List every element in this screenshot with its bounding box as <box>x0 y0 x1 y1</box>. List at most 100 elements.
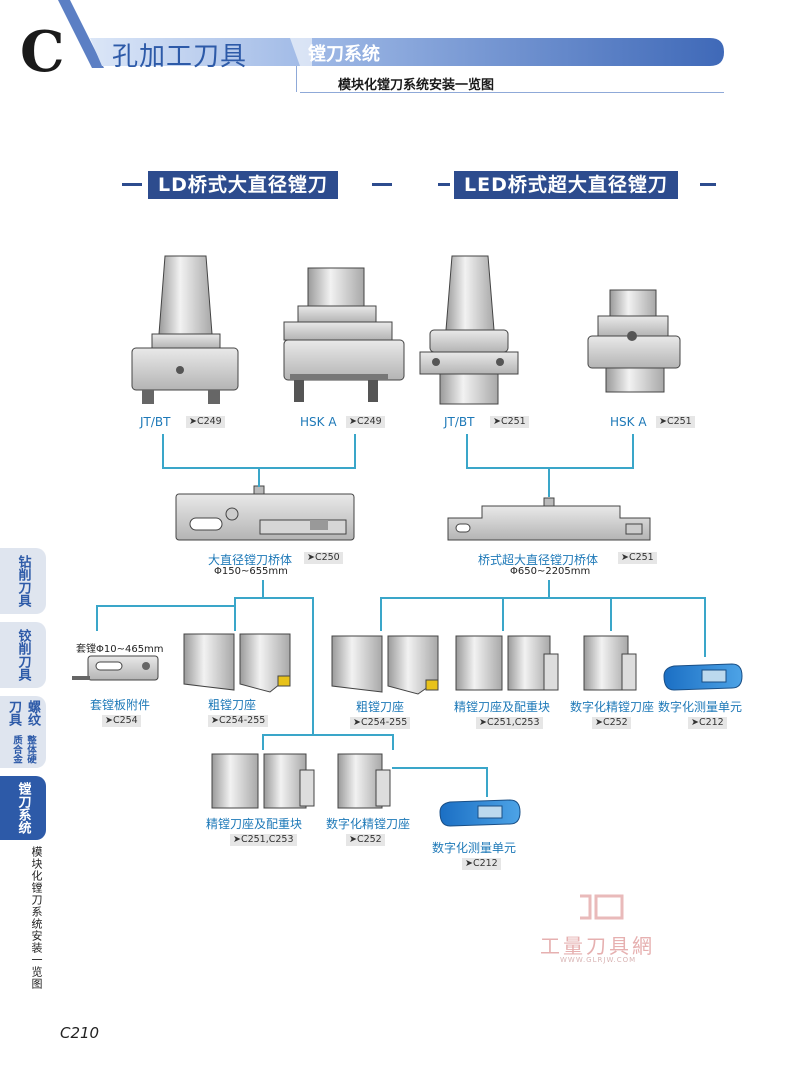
right-measure-label: 数字化测量单元 <box>658 700 743 714</box>
side-tab-label: 钻削刀具 <box>15 555 31 607</box>
left-rough-label: 粗镗刀座 <box>208 698 257 712</box>
right-rough-ref[interactable]: ➤C254-255 <box>350 717 411 729</box>
page-subtitle-2: 模块化镗刀系统安装一览图 <box>338 78 495 93</box>
connector <box>354 434 356 468</box>
connector <box>312 597 314 735</box>
left-digital-ref[interactable]: ➤C252 <box>346 834 385 846</box>
left-sleeve-ref[interactable]: ➤C254 <box>102 715 141 727</box>
left-rough-ref[interactable]: ➤C254-255 <box>208 715 269 727</box>
connector <box>466 467 634 469</box>
right-jtbt-ref[interactable]: ➤C251 <box>490 416 529 428</box>
connector <box>392 767 488 769</box>
section-left-bar-r <box>372 183 392 186</box>
side-tab-threading[interactable]: 螺纹刀具 整体硬质合金 <box>0 696 46 768</box>
right-jtbt-label: JT/BT <box>444 415 475 429</box>
connector <box>96 605 236 607</box>
connector <box>392 734 394 750</box>
side-tab-reaming[interactable]: 铰削刀具 <box>0 622 46 688</box>
left-hska-label: HSK A <box>300 415 337 429</box>
side-tab-label: 铰削刀具 <box>15 629 31 681</box>
connector <box>262 580 264 598</box>
connector <box>162 434 164 468</box>
right-rough-cartridge-drawing <box>331 635 439 695</box>
section-right-bar-r <box>700 183 716 186</box>
page-title: 孔加工刀具 <box>112 42 248 72</box>
connector <box>704 597 706 657</box>
right-hska-holder-drawing <box>587 289 681 393</box>
left-jtbt-ref[interactable]: ➤C249 <box>186 416 225 428</box>
side-section-caption: 模块化镗刀系统安装一览图 <box>30 846 43 990</box>
connector <box>486 767 488 797</box>
connector <box>466 434 468 468</box>
section-title-right: LED桥式超大直径镗刀 <box>454 171 678 199</box>
connector <box>610 597 612 631</box>
left-bridge-label: 大直径镗刀桥体 <box>208 553 293 567</box>
connector <box>258 467 260 487</box>
left-digital-cartridge-drawing <box>337 753 391 809</box>
header-underline <box>300 92 724 93</box>
header-divider <box>296 66 297 92</box>
right-hska-label: HSK A <box>610 415 647 429</box>
right-bridge-label: 桥式超大直径镗刀桥体 <box>478 553 599 567</box>
connector <box>234 605 236 631</box>
right-rough-label: 粗镗刀座 <box>356 700 405 714</box>
left-measure-ref[interactable]: ➤C212 <box>462 858 501 870</box>
right-finish-label: 精镗刀座及配重块 <box>454 700 551 714</box>
section-title-left: LD桥式大直径镗刀 <box>148 171 338 199</box>
left-finish-ref[interactable]: ➤C251,C253 <box>230 834 297 846</box>
header-decoration <box>58 0 724 68</box>
page-subtitle: 镗刀系统 <box>308 44 380 65</box>
right-digital-cartridge-drawing <box>583 635 637 691</box>
right-bridge-ref[interactable]: ➤C251 <box>618 552 657 564</box>
connector <box>262 734 394 736</box>
left-measuring-unit-drawing <box>439 799 521 827</box>
left-jtbt-holder-drawing <box>131 255 239 404</box>
right-bridge-body-drawing <box>447 497 651 541</box>
left-digital-label: 数字化精镗刀座 <box>326 817 411 831</box>
connector <box>234 597 314 599</box>
left-bridge-body-drawing <box>175 485 355 541</box>
right-hska-ref[interactable]: ➤C251 <box>656 416 695 428</box>
left-bridge-ref[interactable]: ➤C250 <box>304 552 343 564</box>
connector <box>234 597 236 605</box>
side-tab-label: 镗刀系统 <box>15 782 31 834</box>
left-sleeve-dim: 套镗Φ10~465mm <box>76 644 164 655</box>
right-measuring-unit-drawing <box>663 663 743 691</box>
connector <box>96 605 98 631</box>
left-hska-holder-drawing <box>283 267 405 402</box>
page-number: C210 <box>60 1024 100 1042</box>
right-jtbt-holder-drawing <box>419 255 519 405</box>
left-bridge-dim: Φ150~655mm <box>214 566 288 577</box>
right-finish-ref[interactable]: ➤C251,C253 <box>476 717 543 729</box>
connector <box>502 597 504 631</box>
left-measure-label: 数字化测量单元 <box>432 841 517 855</box>
right-finish-cartridge-drawing <box>455 635 559 691</box>
connector <box>262 734 264 750</box>
connector <box>380 597 382 631</box>
chapter-letter: C <box>20 19 65 85</box>
left-sleeve-plate-drawing <box>72 655 159 681</box>
left-hska-ref[interactable]: ➤C249 <box>346 416 385 428</box>
watermark-url: WWW.GLRJW.COM <box>560 956 637 964</box>
watermark-logo-mark <box>580 894 624 920</box>
section-left-bar-l <box>122 183 142 186</box>
right-digital-ref[interactable]: ➤C252 <box>592 717 631 729</box>
right-bridge-dim: Φ650~2205mm <box>510 566 591 577</box>
left-jtbt-label: JT/BT <box>140 415 171 429</box>
right-digital-label: 数字化精镗刀座 <box>570 700 655 714</box>
watermark-text: 工量刀具網 <box>540 934 655 958</box>
right-measure-ref[interactable]: ➤C212 <box>688 717 727 729</box>
connector <box>632 434 634 468</box>
side-tab-label: 螺纹刀具 <box>6 700 40 727</box>
connector <box>380 597 706 599</box>
side-tab-drilling[interactable]: 钻削刀具 <box>0 548 46 614</box>
left-sleeve-label: 套镗板附件 <box>90 698 151 712</box>
side-tab-sublabel: 整体硬质合金 <box>11 734 36 764</box>
left-finish-label: 精镗刀座及配重块 <box>206 817 303 831</box>
left-rough-cartridge-drawing <box>183 633 291 693</box>
left-finish-cartridge-drawing <box>211 753 315 809</box>
connector <box>548 467 550 497</box>
side-tab-boring[interactable]: 镗刀系统 <box>0 776 46 840</box>
connector <box>548 580 550 598</box>
